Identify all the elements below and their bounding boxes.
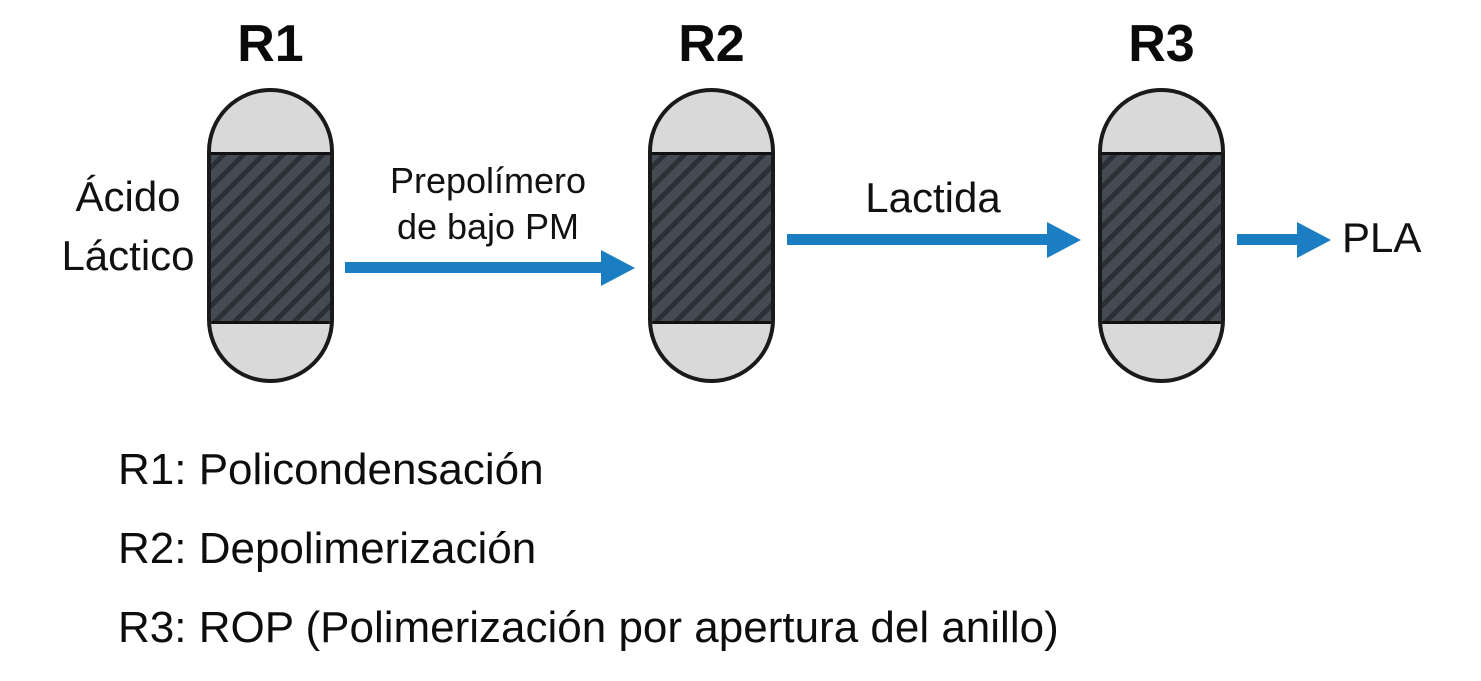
- reactor-r3-title: R3: [1128, 15, 1195, 73]
- reactor-r2-title: R2: [678, 15, 745, 73]
- legend-item-r3: R3: ROP (Polimerización por apertura del…: [118, 603, 1059, 652]
- legend-item-r1: R1: Policondensación: [118, 445, 544, 494]
- legend-item-r2: R2: Depolimerización: [118, 524, 537, 573]
- input-label-acido-lactico: Ácido Láctico: [48, 168, 208, 286]
- reactor-r2-vessel: [648, 88, 775, 383]
- reactor-r1-title: R1: [237, 15, 304, 73]
- stream-label-prepolimero-line1: Prepolímero: [389, 160, 587, 201]
- input-label-line1: Ácido: [75, 173, 181, 220]
- arrow-r2-to-r3: [787, 234, 1049, 245]
- stream-label-lactida: Lactida: [865, 174, 1001, 221]
- reactor-r3-hatched-band: [1102, 152, 1221, 324]
- reactor-r1-hatched-band: [211, 152, 330, 324]
- reactor-r3-vessel: [1098, 88, 1225, 383]
- arrow-r3-output: [1237, 234, 1299, 245]
- reactor-r1-vessel: [207, 88, 334, 383]
- input-label-line2: Láctico: [61, 231, 195, 279]
- legend: R1: Policondensación R2: Depolimerizació…: [118, 448, 1059, 681]
- reactor-r2-hatched-band: [652, 152, 771, 324]
- stream-label-prepolimero-line2: de bajo PM: [396, 206, 580, 248]
- stream-label-prepolimero: Prepolímero de bajo PM: [343, 158, 633, 250]
- arrow-r1-to-r2: [345, 262, 603, 273]
- output-label-pla: PLA: [1342, 214, 1422, 261]
